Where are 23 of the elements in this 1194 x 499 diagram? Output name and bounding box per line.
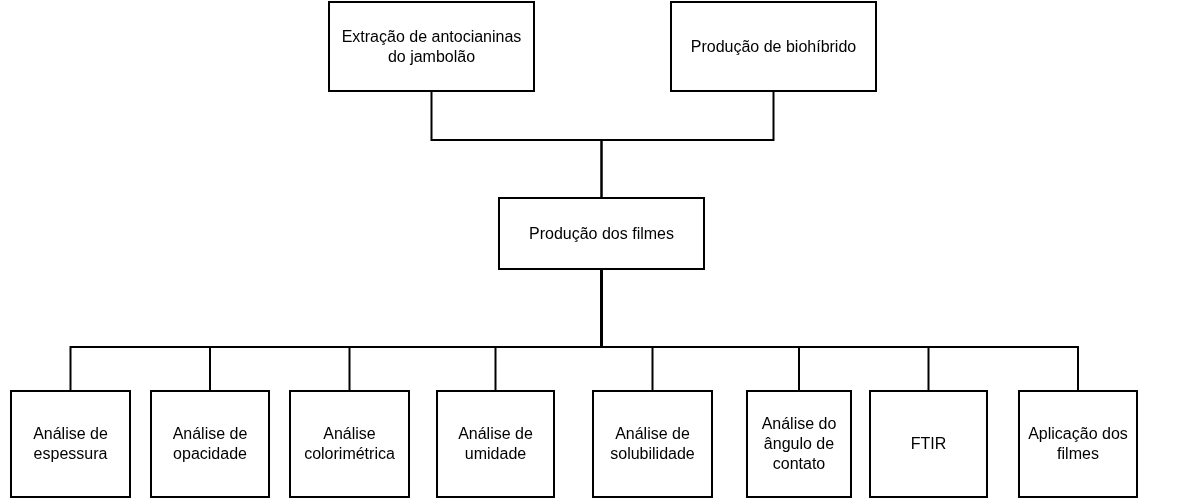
process-box — [670, 1, 877, 92]
box-label: FTIR — [910, 434, 947, 454]
box-label: Análise de solubilidade — [609, 424, 696, 464]
box-label: Análise do ângulo de contato — [760, 414, 838, 474]
box-label: Análise de umidade — [457, 424, 534, 464]
box-label: Análise de opacidade — [171, 424, 249, 464]
box-label: Produção de biohíbrido — [690, 36, 857, 57]
box-label: Aplicação dos filmes — [1027, 424, 1129, 464]
box-label: Análise de espessura — [32, 424, 109, 464]
process-box — [436, 390, 555, 498]
process-box — [10, 390, 131, 498]
box-label: Produção dos filmes — [529, 223, 674, 244]
process-box — [869, 390, 988, 498]
process-box — [746, 390, 852, 498]
process-box — [592, 390, 713, 498]
box-label: Análise colorimétrica — [303, 424, 396, 464]
process-box — [289, 390, 410, 498]
process-box — [328, 1, 535, 92]
process-box — [1018, 390, 1138, 498]
process-box — [498, 197, 705, 270]
process-box — [150, 390, 270, 498]
box-label: Extração de antocianinas do jambolão — [340, 26, 523, 67]
connector-line — [600, 91, 775, 198]
